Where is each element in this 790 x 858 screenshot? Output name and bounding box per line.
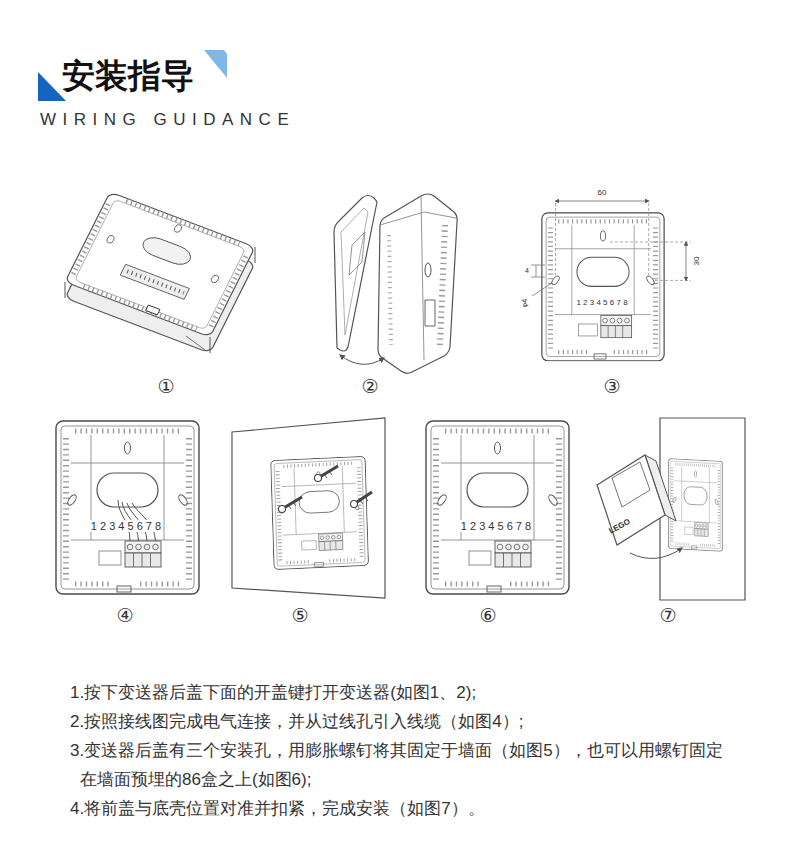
dimension-view-part xyxy=(686,242,687,280)
cover-opening-part xyxy=(378,194,457,373)
dimension-view-part xyxy=(532,283,552,296)
instruction-step: 1.按下变送器后盖下面的开盖键打开变送器(如图1、2); xyxy=(70,678,735,707)
dimension-view xyxy=(531,201,691,361)
sensor-back-view-part-part xyxy=(127,271,184,292)
title-banner-part xyxy=(204,50,227,78)
sensor-back-view-part-part xyxy=(106,235,115,244)
wiring-view xyxy=(56,421,199,594)
dimension-view-part xyxy=(531,265,545,277)
sensor-back-view-part-part xyxy=(65,192,255,337)
sensor-back-view-part-part xyxy=(146,305,160,315)
cover-closing xyxy=(597,418,745,600)
instruction-step: 2.按照接线图完成电气连接，并从过线孔引入线缆（如图4）; xyxy=(70,707,735,736)
cover-closing-part xyxy=(597,455,665,545)
cover-opening-part xyxy=(340,355,384,364)
box-mounting xyxy=(426,421,569,594)
cover-opening-part xyxy=(341,208,368,335)
wall-mounting-part xyxy=(279,466,373,513)
cover-opening xyxy=(334,194,457,373)
dimension-view-part xyxy=(542,213,664,361)
figure-number: ③ xyxy=(603,376,620,397)
figure-number: ② xyxy=(361,376,378,397)
sensor-back-view-part xyxy=(65,192,255,337)
figure-number: ⑥ xyxy=(479,605,496,626)
figure-number: ⑦ xyxy=(659,605,676,626)
brand-logo: LEGO xyxy=(608,518,632,536)
wall-mounting xyxy=(232,418,385,598)
sensor-back-view-part-part xyxy=(120,264,189,299)
wall-mounting-part xyxy=(288,471,368,509)
wall-mounting-part-part xyxy=(279,506,286,513)
cover-closing-part xyxy=(630,548,682,558)
dimension-view-part xyxy=(556,203,649,275)
sensor-back-view-part-part xyxy=(75,199,246,330)
wiring-view-part xyxy=(56,421,199,594)
terminal-numbers: 1 2 3 4 5 6 7 8 xyxy=(460,520,532,532)
figure-number: ④ xyxy=(116,605,133,626)
sensor-back-view-part-part xyxy=(73,204,108,274)
terminal-numbers: 1 2 3 4 5 6 7 8 xyxy=(90,520,162,532)
dimension: 30 xyxy=(693,257,702,266)
sensor-back-view-part-part xyxy=(173,224,182,233)
sensor-back-view xyxy=(65,192,255,353)
cover-closing-part xyxy=(668,459,722,552)
subtitle: WIRING GUIDANCE xyxy=(40,111,295,130)
sensor-back-view-part-part xyxy=(126,201,239,244)
dimension: 4 xyxy=(525,267,529,275)
cover-opening-part xyxy=(349,232,365,275)
box-mounting-part xyxy=(426,421,569,594)
sensor-back-view-part xyxy=(186,336,205,350)
wall-mounting-part xyxy=(271,456,369,569)
figure-number: ① xyxy=(157,376,174,397)
sensor-back-view-part-part xyxy=(140,234,195,268)
dimension-view-part xyxy=(610,242,691,280)
page-title: 安装指导 xyxy=(62,58,194,94)
dimension: 60 xyxy=(597,189,608,198)
cover-opening-part xyxy=(425,300,435,326)
title-banner xyxy=(38,50,227,101)
wall-mounting-part-part xyxy=(351,501,358,508)
figure-number: ⑤ xyxy=(291,605,308,626)
instruction-step: 3.变送器后盖有三个安装孔，用膨胀螺钉将其固定于墙面（如图5），也可以用螺钉固定… xyxy=(70,736,735,794)
cover-opening-part xyxy=(389,235,391,345)
sensor-back-view-part-part xyxy=(210,274,219,283)
instruction-step: 4.将前盖与底壳位置对准并扣紧，完成安装（如图7）。 xyxy=(70,794,735,823)
cover-opening-part xyxy=(440,225,445,345)
wall-mounting-part xyxy=(232,418,385,598)
cover-closing-part xyxy=(612,462,650,507)
cover-opening-part xyxy=(380,196,456,360)
dimension: φ4 xyxy=(522,298,530,307)
terminal-numbers: 1 2 3 4 5 6 7 8 xyxy=(575,299,628,308)
sensor-back-view-part-part xyxy=(211,256,246,326)
dimension-view-part xyxy=(556,201,649,202)
cover-opening-part xyxy=(334,196,377,352)
title-banner-part xyxy=(38,72,66,101)
wall-mounting-part-part xyxy=(315,475,322,482)
cover-closing-part xyxy=(660,418,745,600)
cover-opening-part xyxy=(425,263,431,277)
